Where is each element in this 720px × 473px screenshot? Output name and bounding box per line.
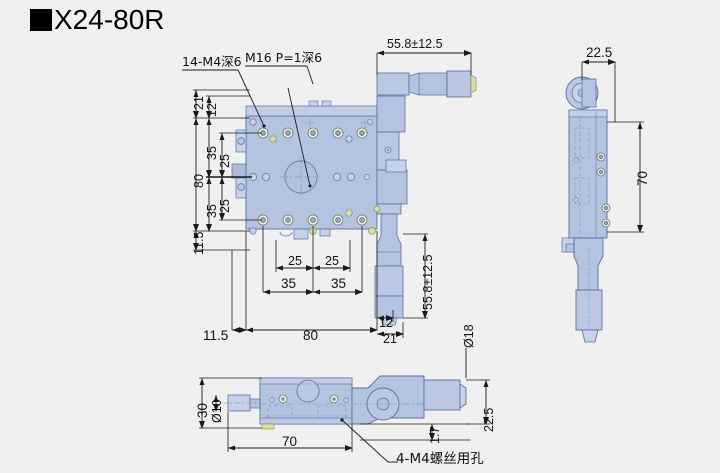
dim-label-right-travel: 55.8±12.5: [421, 254, 435, 310]
dim-label-21-bottom: 21: [383, 332, 397, 346]
top-plan-view-geometry: [231, 70, 477, 326]
dim-top-travel: [376, 50, 472, 75]
bottom-front-view-geometry: [199, 348, 490, 463]
dim-label-115-bottom: 11.5: [203, 328, 229, 343]
dim-label-225-front: 22.5: [482, 407, 496, 432]
dim-label-dia10: Ø10: [210, 399, 224, 423]
dim-label-70-side: 70: [635, 170, 650, 186]
dim-label-21: 21: [192, 96, 206, 110]
dim-label-35-lower: 35: [205, 204, 219, 218]
dim-label-35-upper: 35: [205, 146, 219, 160]
dim-label-17: 1.7: [428, 426, 442, 444]
dim-label-80-left: 80: [192, 174, 206, 188]
dim-label-25-chain-right: 25: [325, 254, 339, 268]
dim-label-25-upper: 25: [218, 154, 232, 168]
dim-label-12-bottom: 12: [379, 316, 393, 330]
callout-14-m4: 14-M4深6: [182, 54, 242, 69]
dim-label-top-travel: 55.8±12.5: [387, 37, 443, 51]
dim-left-stack: [193, 89, 262, 251]
dim-label-30-front: 30: [195, 402, 210, 418]
page-title: X24-80R: [30, 6, 165, 34]
dim-right-travel: [403, 233, 428, 319]
dim-label-225-side: 22.5: [586, 45, 613, 60]
dim-label-25-chain-left: 25: [288, 254, 302, 268]
callout-leader-lines: [182, 65, 314, 188]
right-side-view-geometry: [561, 59, 644, 343]
dim-label-70-front: 70: [282, 434, 298, 449]
dim-label-25-lower: 25: [218, 199, 232, 213]
dim-label-80-bottom: 80: [303, 328, 319, 343]
model-name: X24-80R: [54, 4, 165, 35]
dim-label-dia18: Ø18: [462, 324, 476, 348]
dim-bottom-stack: [231, 226, 404, 338]
callout-m16: M16 P=1深6: [245, 50, 323, 65]
title-bullet-icon: [30, 9, 52, 31]
callout-4-m4-screw-holes: 4-M4螺丝用孔: [396, 451, 484, 467]
dim-label-35-chain-left: 35: [281, 276, 297, 291]
dim-label-35-chain-right: 35: [331, 276, 347, 291]
dim-label-12: 12: [205, 103, 219, 117]
dim-label-115-left: 11.5: [192, 231, 206, 255]
